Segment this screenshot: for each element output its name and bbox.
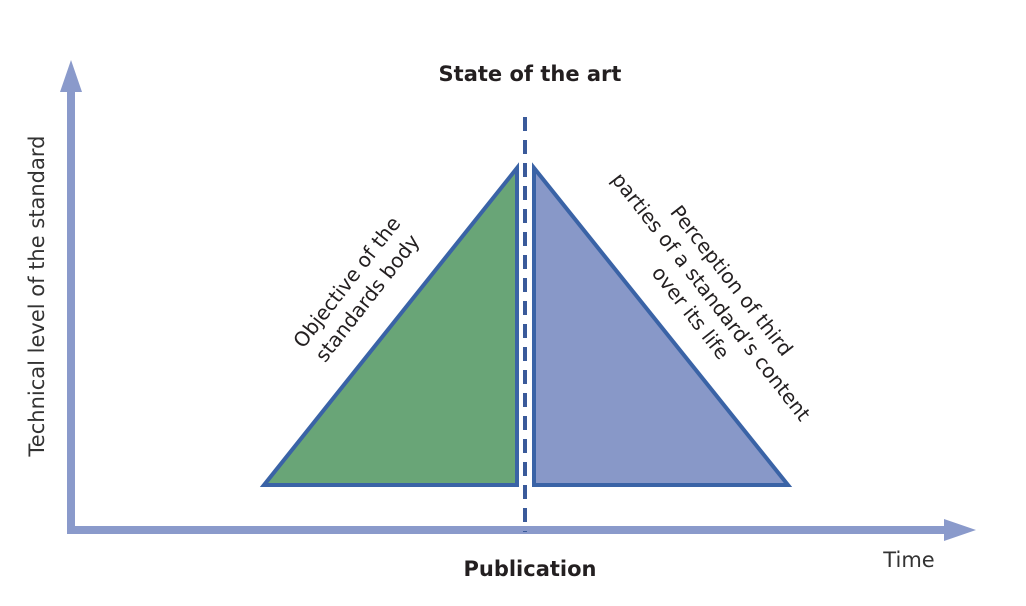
publication-label: Publication xyxy=(463,557,596,581)
x-axis-label: Time xyxy=(882,548,934,572)
x-axis-arrowhead-icon xyxy=(944,519,976,541)
right-triangle-perception xyxy=(532,162,793,487)
y-axis-label: Technical level of the standard xyxy=(25,136,49,458)
left-triangle-objective xyxy=(259,162,519,487)
y-axis-arrowhead-icon xyxy=(60,60,82,92)
state-of-the-art-title: State of the art xyxy=(439,62,622,86)
